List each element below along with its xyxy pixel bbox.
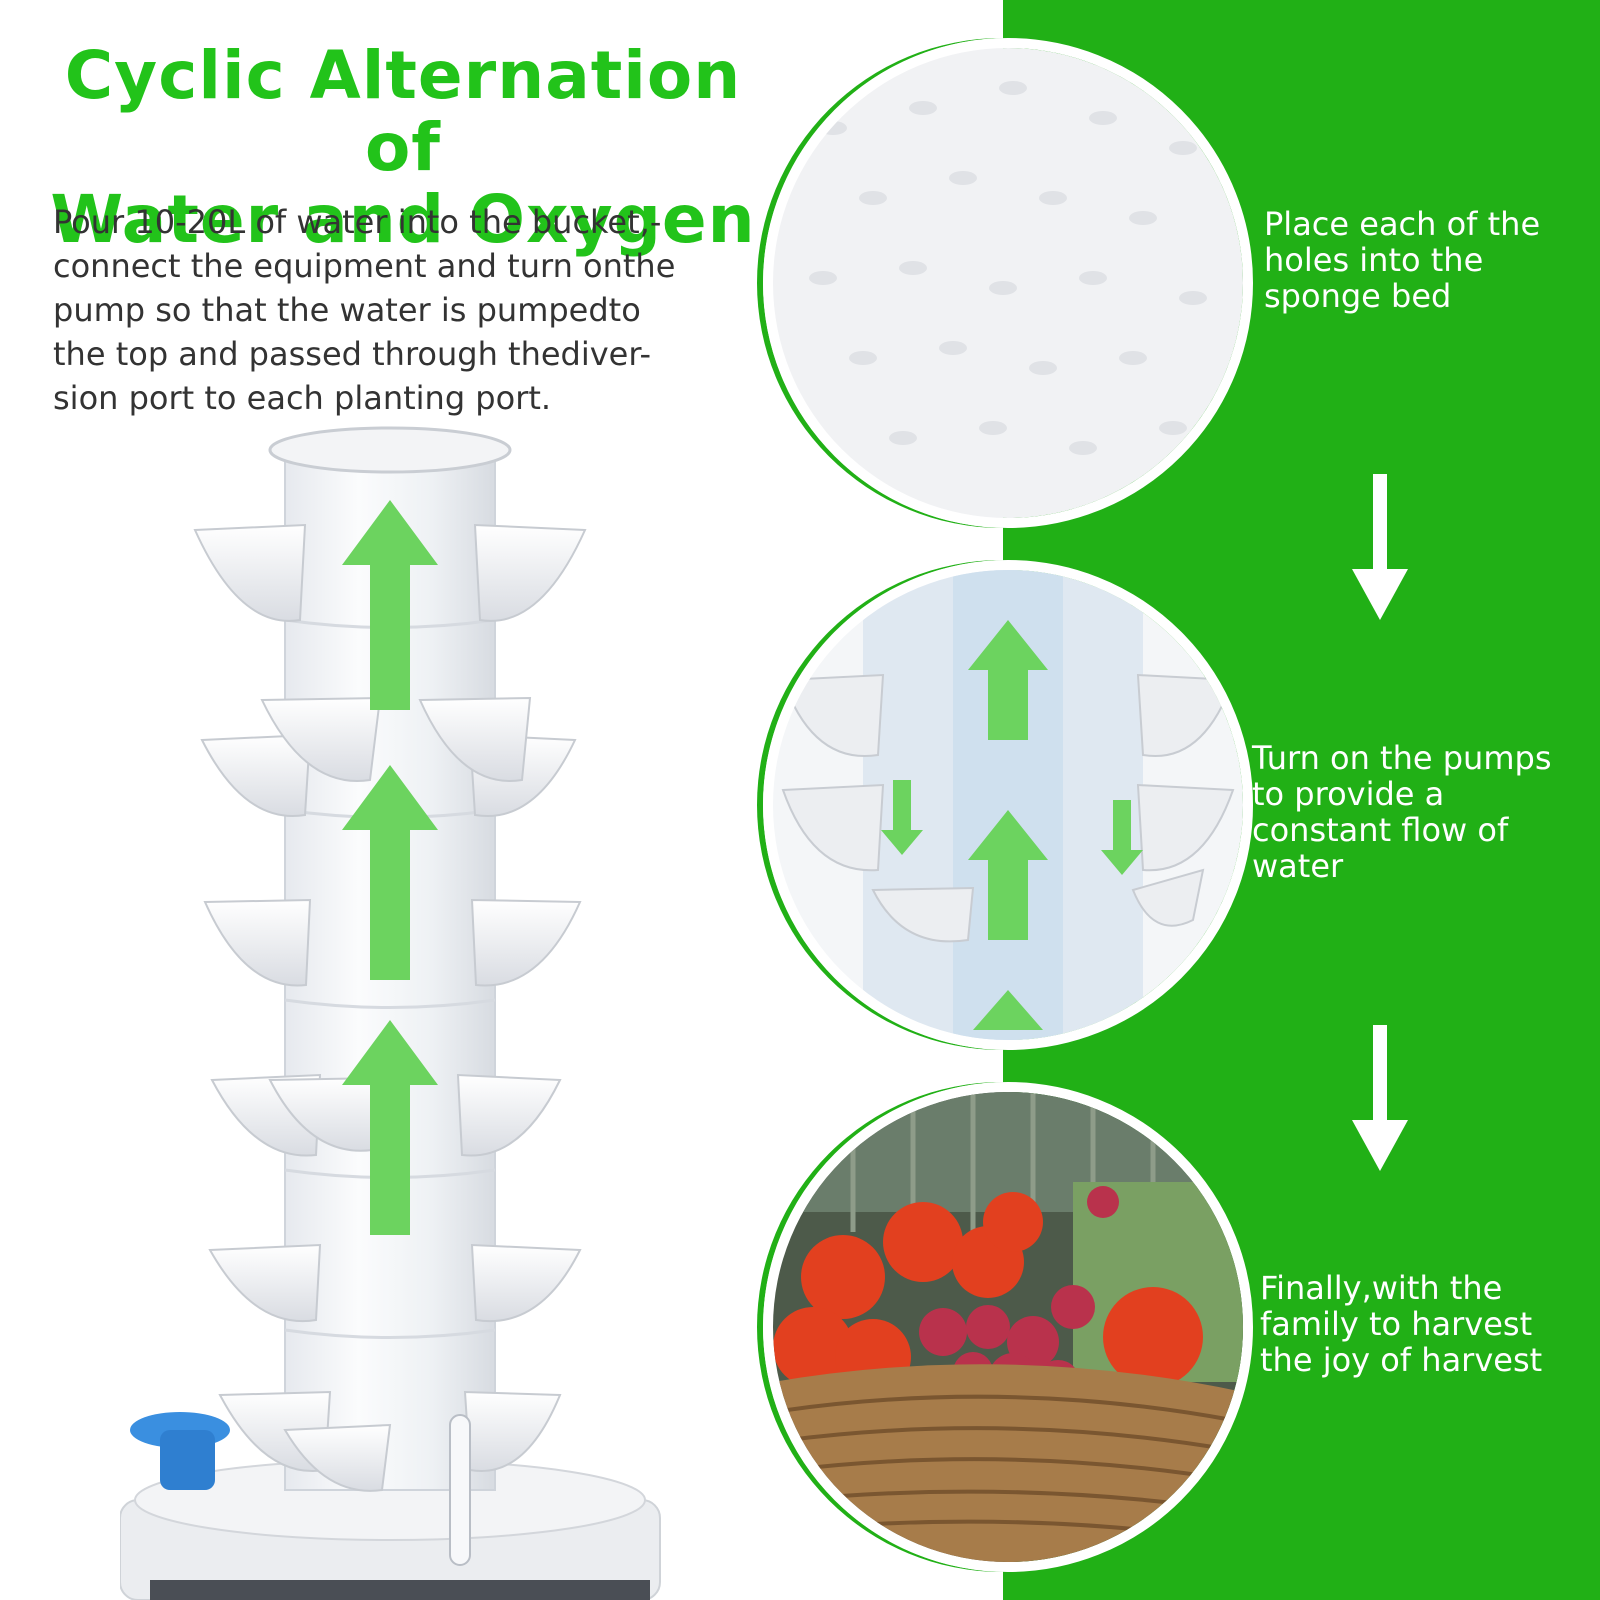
harvest-basket-photo	[763, 1082, 1253, 1572]
step-2-line-4: water	[1252, 847, 1344, 885]
intro-line-5: sion port to each planting port.	[53, 379, 552, 417]
up-arrow-icon	[342, 500, 438, 1235]
page-title: Cyclic Alternation of Water and Oxygen	[18, 40, 788, 256]
step-3-line-1: Finally,with the	[1260, 1269, 1503, 1307]
step-2-line-1: Turn on the pumps	[1252, 739, 1552, 777]
title-line-2: Water and Oxygen	[50, 181, 756, 258]
step-3-line-3: the joy of harvest	[1260, 1341, 1543, 1379]
intro-line-3: pump so that the water is pumpedto	[53, 291, 641, 329]
step-pump-text: Turn on the pumps to provide a constant …	[1252, 740, 1597, 884]
down-arrow-icon	[1352, 1025, 1408, 1171]
step-2-line-2: to provide a	[1252, 775, 1445, 813]
step-1-line-1: Place each of the	[1264, 205, 1541, 243]
intro-paragraph: Pour 10-20L of water into the bucket,- c…	[53, 200, 753, 420]
step-sponge-bed-text: Place each of the holes into the sponge …	[1264, 206, 1594, 314]
intro-line-1: Pour 10-20L of water into the bucket,-	[53, 203, 662, 241]
step-1-line-2: holes into the	[1264, 241, 1484, 279]
title-line-1: Cyclic Alternation of	[64, 37, 742, 186]
intro-line-2: connect the equipment and turn onthe	[53, 247, 676, 285]
down-arrow-icon	[1352, 474, 1408, 620]
hydroponic-tower-illustration	[120, 426, 661, 1600]
step-harvest-text: Finally,with the family to harvest the j…	[1260, 1270, 1595, 1378]
step-3-line-2: family to harvest	[1260, 1305, 1533, 1343]
step-1-line-3: sponge bed	[1264, 277, 1452, 315]
sponge-bed-photo	[763, 38, 1253, 528]
intro-line-4: the top and passed through thediver-	[53, 335, 652, 373]
step-2-line-3: constant flow of	[1252, 811, 1509, 849]
water-flow-photo	[763, 560, 1253, 1050]
